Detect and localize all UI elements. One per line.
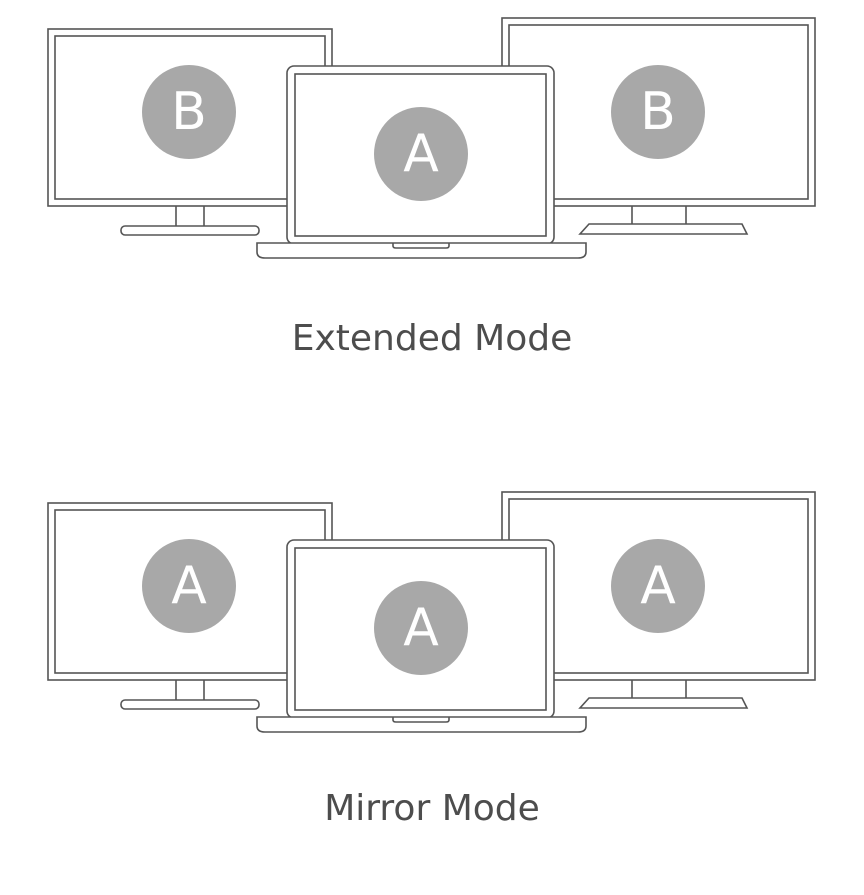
left-monitor-label: A (171, 556, 207, 616)
laptop-screen-circle (374, 581, 468, 675)
extended-mode-illustration: B B A (47, 17, 816, 259)
extended-mode-panel: B B A Extended Mode (0, 0, 864, 421)
mirror-mode-illustration: A A A (47, 491, 816, 733)
laptop: A (256, 65, 587, 259)
left-monitor: B (47, 28, 333, 236)
laptop-label: A (403, 598, 439, 658)
extended-mode-caption: Extended Mode (291, 318, 573, 359)
laptop-label: A (403, 124, 439, 184)
right-monitor-label: A (640, 556, 676, 616)
left-monitor-screen-circle (142, 65, 236, 159)
left-monitor-screen-circle (142, 539, 236, 633)
mirror-mode-panel: A A A Mirror Mode (0, 474, 864, 895)
mirror-mode-caption: Mirror Mode (324, 788, 540, 829)
left-monitor: A (47, 502, 333, 710)
laptop-screen-circle (374, 107, 468, 201)
left-monitor-label: B (171, 82, 207, 142)
right-monitor-label: B (640, 82, 676, 142)
right-monitor-screen-circle (611, 539, 705, 633)
laptop: A (256, 539, 587, 733)
right-monitor-screen-circle (611, 65, 705, 159)
